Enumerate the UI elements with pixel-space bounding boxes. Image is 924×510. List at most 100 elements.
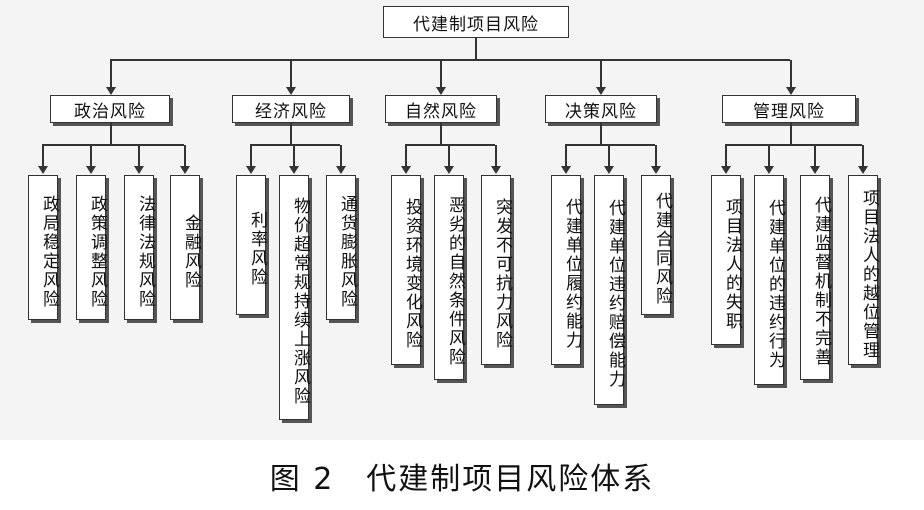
category-label: 决策风险	[565, 101, 637, 122]
child-bus-3	[565, 144, 655, 146]
leaf-label: 代建单位履约能力	[562, 198, 582, 350]
leaf-label: 金融风险	[181, 213, 201, 290]
leaf-node: 项目法人的失职	[711, 175, 742, 345]
leaf-arrow	[444, 166, 454, 174]
cat-drop-0	[110, 60, 112, 88]
child-bus-1	[250, 144, 340, 146]
cat-stem-0	[110, 123, 112, 145]
leaf-drop	[42, 145, 44, 167]
cat-arrow-3	[596, 87, 606, 95]
leaf-label: 政局稳定风险	[39, 194, 59, 309]
leaf-drop	[340, 145, 342, 167]
leaf-arrow	[764, 166, 774, 174]
category-label: 自然风险	[405, 101, 477, 122]
cat-stem-3	[600, 123, 602, 145]
cat-arrow-1	[286, 87, 296, 95]
leaf-node: 恶劣的自然条件风险	[434, 175, 465, 380]
leaf-drop	[768, 145, 770, 167]
leaf-arrow	[336, 166, 346, 174]
leaf-drop	[725, 145, 727, 167]
leaf-node: 突发不可抗力风险	[481, 175, 512, 365]
leaf-label: 项目法人的越位管理	[859, 188, 879, 360]
leaf-node: 政策调整风险	[76, 175, 107, 320]
leaf-arrow	[491, 166, 501, 174]
leaf-node: 代建单位违约赔偿能力	[594, 175, 625, 405]
leaf-node: 项目法人的越位管理	[848, 175, 879, 365]
cat-arrow-2	[436, 87, 446, 95]
leaf-drop	[90, 145, 92, 167]
leaf-drop	[495, 145, 497, 167]
leaf-arrow	[246, 166, 256, 174]
category-node-political: 政治风险	[50, 95, 170, 123]
leaf-arrow	[289, 166, 299, 174]
leaf-node: 政局稳定风险	[28, 175, 59, 320]
leaf-arrow	[810, 166, 820, 174]
cat-arrow-0	[106, 87, 116, 95]
leaf-drop	[655, 145, 657, 167]
leaf-drop	[448, 145, 450, 167]
leaf-node: 金融风险	[170, 175, 201, 320]
leaf-label: 物价超常规持续上涨风险	[290, 197, 310, 406]
cat-arrow-4	[786, 87, 796, 95]
leaf-arrow	[180, 166, 190, 174]
category-node-economic: 经济风险	[232, 95, 350, 123]
leaf-arrow	[858, 166, 868, 174]
cat-stem-1	[290, 123, 292, 145]
cat-drop-1	[290, 60, 292, 88]
leaf-node: 代建合同风险	[641, 175, 672, 315]
category-label: 政治风险	[74, 101, 146, 122]
leaf-drop	[814, 145, 816, 167]
risk-tree-diagram: 代建制项目风险 政治风险 经济风险 自然风险 决策风险 管理风险 政局稳定风险 …	[0, 0, 924, 440]
cat-stem-4	[790, 123, 792, 145]
cat-drop-3	[600, 60, 602, 88]
leaf-drop	[862, 145, 864, 167]
leaf-node: 投资环境变化风险	[391, 175, 422, 365]
leaf-arrow	[134, 166, 144, 174]
leaf-drop	[138, 145, 140, 167]
root-stem	[475, 38, 477, 60]
leaf-label: 投资环境变化风险	[402, 198, 422, 350]
leaf-label: 代建单位的违约行为	[765, 198, 785, 370]
category-node-management: 管理风险	[722, 95, 856, 123]
leaf-arrow	[721, 166, 731, 174]
leaf-drop	[184, 145, 186, 167]
leaf-node: 利率风险	[236, 175, 267, 315]
root-node: 代建制项目风险	[383, 6, 569, 38]
leaf-drop	[405, 145, 407, 167]
leaf-arrow	[401, 166, 411, 174]
leaf-arrow	[561, 166, 571, 174]
child-bus-4	[725, 144, 862, 146]
leaf-arrow	[604, 166, 614, 174]
leaf-label: 恶劣的自然条件风险	[445, 196, 465, 367]
leaf-node: 代建单位履约能力	[551, 175, 582, 365]
leaf-label: 项目法人的失职	[722, 197, 742, 331]
root-bus	[110, 59, 790, 61]
leaf-arrow	[38, 166, 48, 174]
leaf-node: 物价超常规持续上涨风险	[279, 175, 310, 420]
child-bus-2	[405, 144, 495, 146]
leaf-label: 代建合同风险	[652, 192, 672, 306]
leaf-node: 通货膨胀风险	[326, 175, 357, 320]
leaf-node: 代建单位的违约行为	[754, 175, 785, 385]
leaf-arrow	[651, 166, 661, 174]
category-node-natural: 自然风险	[385, 95, 497, 123]
leaf-drop	[565, 145, 567, 167]
leaf-label: 代建单位违约赔偿能力	[605, 199, 625, 389]
leaf-drop	[293, 145, 295, 167]
child-bus-0	[42, 144, 184, 146]
category-label: 管理风险	[753, 101, 825, 122]
leaf-node: 法律法规风险	[124, 175, 155, 320]
leaf-label: 利率风险	[247, 211, 267, 287]
category-node-decision: 决策风险	[545, 95, 657, 123]
cat-stem-2	[440, 123, 442, 145]
cat-drop-2	[440, 60, 442, 88]
leaf-node: 代建监督机制不完善	[800, 175, 831, 380]
leaf-label: 政策调整风险	[87, 194, 107, 309]
category-label: 经济风险	[255, 101, 327, 122]
leaf-drop	[250, 145, 252, 167]
leaf-arrow	[86, 166, 96, 174]
leaf-drop	[608, 145, 610, 167]
root-label: 代建制项目风险	[413, 14, 539, 35]
figure-caption: 图 2 代建制项目风险体系	[269, 462, 655, 497]
leaf-label: 通货膨胀风险	[337, 194, 357, 309]
